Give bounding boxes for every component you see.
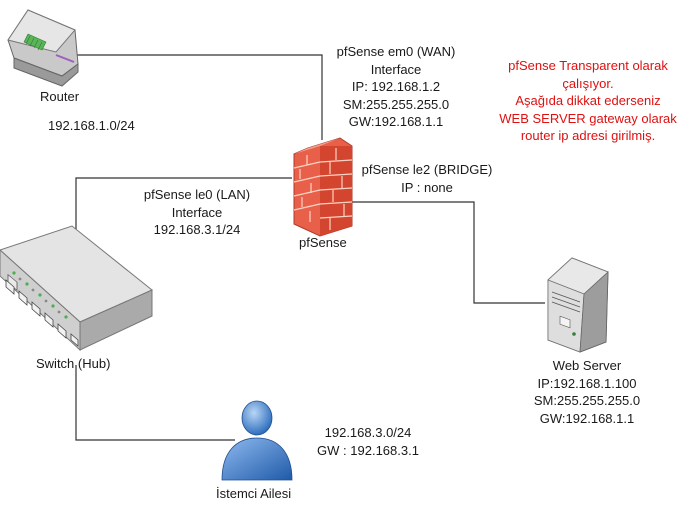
client-network-line-1: 192.168.3.0/24 bbox=[324, 425, 412, 440]
wan-interface-block: pfSense em0 (WAN) Interface IP: 192.168.… bbox=[328, 43, 464, 131]
lan-interface-line-3: 192.168.3.1/24 bbox=[153, 222, 241, 237]
wan-interface-line-4: SM:255.255.255.0 bbox=[342, 96, 450, 112]
router-network-label: 192.168.1.0/24 bbox=[48, 118, 135, 133]
wan-interface-line-2: Interface bbox=[370, 61, 422, 77]
bridge-interface-block: pfSense le2 (BRIDGE) IP : none bbox=[356, 161, 498, 196]
note-line-3: Aşağıda dikkat ederseniz bbox=[515, 93, 661, 108]
web-server-icon bbox=[547, 257, 609, 353]
connection-lines bbox=[75, 54, 545, 441]
transparent-mode-note: pfSense Transparent olarak çalışıyor. Aş… bbox=[490, 57, 686, 145]
client-network-block: 192.168.3.0/24 GW : 192.168.3.1 bbox=[300, 424, 436, 459]
client-label: İstemci Ailesi bbox=[216, 486, 292, 501]
firewall-label: pfSense bbox=[299, 235, 347, 250]
switch-label: Switch (Hub) bbox=[36, 356, 111, 371]
client-person-icon bbox=[221, 400, 293, 481]
switch-icon bbox=[0, 225, 153, 352]
wan-interface-line-5: GW:192.168.1.1 bbox=[348, 114, 444, 129]
lan-interface-line-1: pfSense le0 (LAN) bbox=[143, 187, 251, 202]
firewall-to-webserver-line bbox=[352, 201, 545, 304]
wan-interface-line-3: IP: 192.168.1.2 bbox=[351, 79, 441, 94]
lan-interface-line-2: Interface bbox=[171, 204, 223, 220]
client-network-line-2: GW : 192.168.3.1 bbox=[317, 442, 419, 458]
router-to-firewall-line bbox=[76, 54, 323, 140]
bridge-interface-line-2: IP : none bbox=[401, 179, 453, 195]
bridge-interface-line-1: pfSense le2 (BRIDGE) bbox=[361, 162, 493, 177]
web-server-line-4: GW:192.168.1.1 bbox=[539, 410, 635, 426]
web-server-line-2: IP:192.168.1.100 bbox=[537, 375, 637, 391]
router-label: Router bbox=[40, 89, 80, 104]
web-server-block: Web Server IP:192.168.1.100 SM:255.255.2… bbox=[520, 357, 654, 427]
note-line-5: router ip adresi girilmiş. bbox=[520, 128, 656, 143]
note-line-1: pfSense Transparent olarak bbox=[508, 58, 668, 73]
firewall-to-switch-line bbox=[75, 177, 292, 240]
lan-interface-block: pfSense le0 (LAN) Interface 192.168.3.1/… bbox=[126, 186, 268, 239]
firewall-icon bbox=[293, 137, 353, 237]
router-icon bbox=[7, 9, 79, 87]
wan-interface-line-1: pfSense em0 (WAN) bbox=[336, 44, 456, 59]
web-server-line-1: Web Server bbox=[552, 358, 622, 373]
note-line-2: çalışıyor. bbox=[562, 75, 614, 91]
note-line-4: WEB SERVER gateway olarak bbox=[499, 110, 677, 126]
switch-to-client-line bbox=[75, 365, 235, 441]
web-server-line-3: SM:255.255.255.0 bbox=[533, 393, 641, 408]
